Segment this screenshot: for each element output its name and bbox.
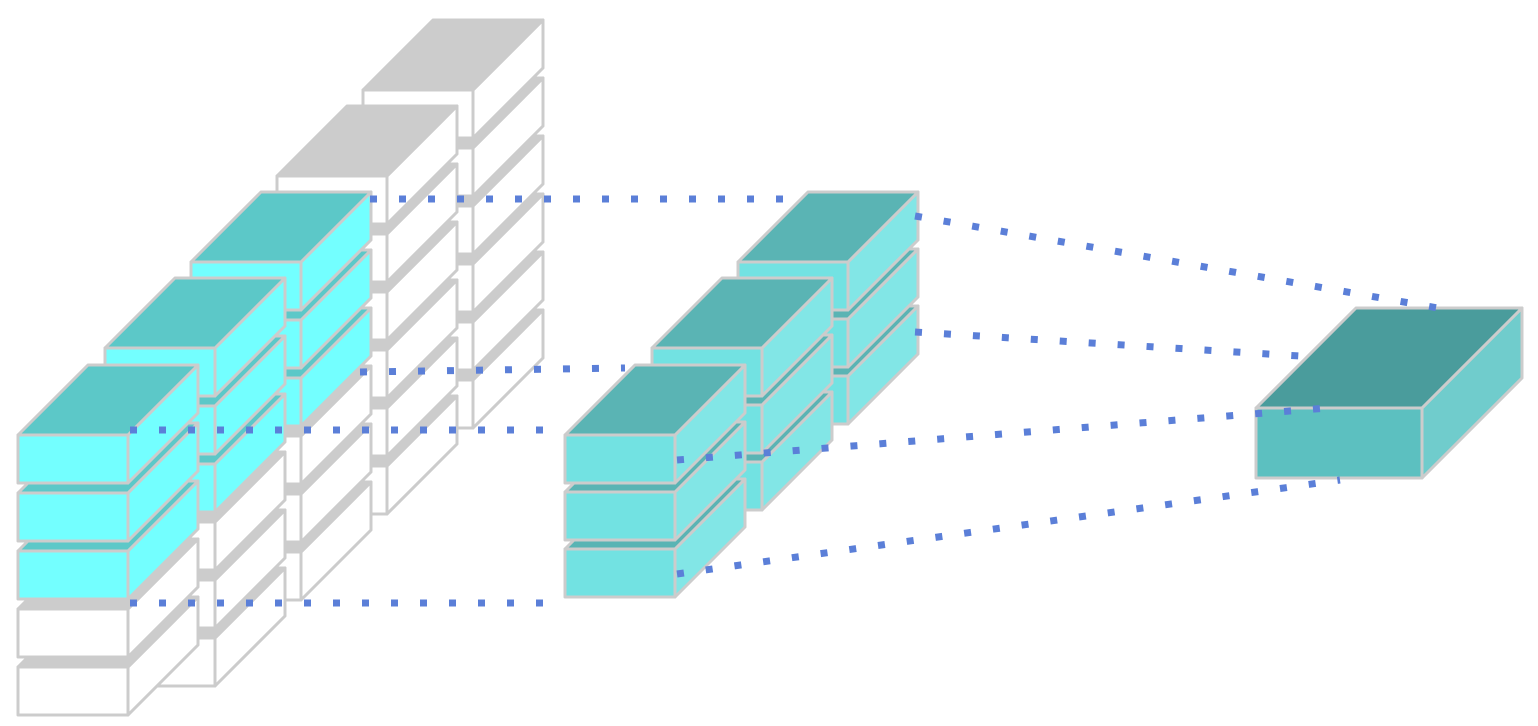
cube-front-face — [16, 491, 130, 543]
dotted-connection-line-6 — [914, 328, 1301, 360]
intermediate-volume-mid-column-middle-cell-1-mid — [650, 276, 834, 398]
output-volume-output-column-cell-1-out — [1254, 306, 1524, 480]
cube-front-face — [16, 665, 130, 717]
cubes-layer — [16, 18, 1524, 717]
cube-front-face — [563, 433, 677, 485]
dotted-connection-line-7 — [676, 403, 1341, 464]
input-volume-input-column-front-cell-1-input — [16, 363, 200, 485]
dotted-connection-line-5 — [914, 212, 1439, 312]
cube-front-face — [563, 547, 677, 599]
cube-front-face — [1254, 406, 1424, 480]
cube-front-face — [16, 433, 130, 485]
intermediate-volume-mid-column-front-cell-1-mid — [563, 363, 747, 485]
cube-front-face — [16, 549, 130, 601]
cube-front-face — [563, 490, 677, 542]
connection-lines-layer — [130, 195, 1439, 607]
cube-front-face — [16, 607, 130, 659]
